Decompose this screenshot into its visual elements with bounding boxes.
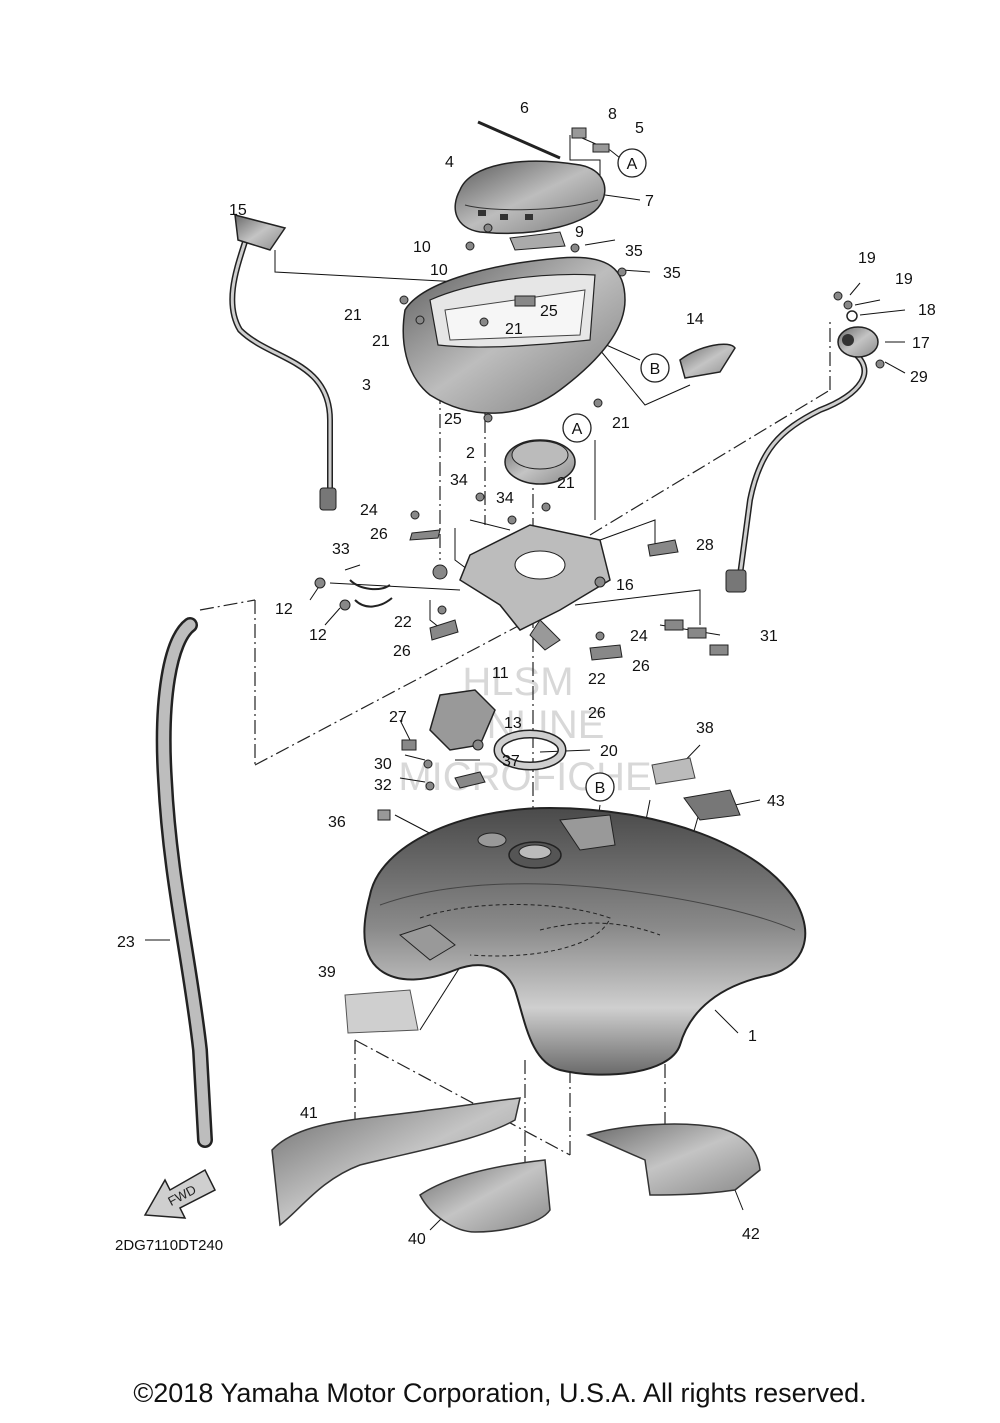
part-41-pad: [271, 1097, 521, 1227]
callout-35-a: 35: [625, 243, 643, 260]
part-14-side-cover: [679, 343, 736, 379]
ref-b-label-bottom: B: [595, 780, 606, 797]
callout-2: 2: [466, 445, 475, 462]
callout-21-d: 21: [612, 415, 630, 432]
callout-12-a: 12: [275, 601, 293, 618]
part-11-fuel-pump: [401, 689, 496, 791]
part-39-pad: [344, 989, 419, 1034]
callout-42: 42: [742, 1226, 760, 1243]
part-16-bracket: [410, 492, 611, 651]
parts-12-33-fittings: [314, 577, 393, 611]
diagram-code: 2DG7110DT240: [115, 1237, 223, 1254]
callout-41: 41: [300, 1105, 318, 1122]
callout-33: 33: [332, 541, 350, 558]
ref-a-circle-top: [617, 148, 647, 178]
callout-1: 1: [748, 1028, 757, 1045]
callout-26-d: 26: [588, 705, 606, 722]
callout-6: 6: [520, 100, 529, 117]
callout-15: 15: [229, 202, 247, 219]
part-17-cable: [725, 291, 885, 593]
callout-19-b: 19: [895, 271, 913, 288]
callout-12-b: 12: [309, 627, 327, 644]
callout-10-a: 10: [413, 239, 431, 256]
callout-11: 11: [492, 665, 509, 682]
part-42-pad: [585, 1123, 761, 1196]
callout-17: 17: [912, 335, 930, 352]
callout-31: 31: [760, 628, 778, 645]
callout-3: 3: [362, 377, 371, 394]
ref-a-circle-bottom: [562, 413, 592, 443]
callout-35-b: 35: [663, 265, 681, 282]
callout-21-c: 21: [372, 333, 390, 350]
fuel-tank-exploded-diagram: HLSM ONLINE MICROFICHE: [115, 100, 936, 1254]
part-43-pad: [683, 789, 741, 821]
part-36-bolt: [377, 809, 391, 821]
small-pads: [409, 529, 729, 661]
reference-markers: A B A B: [562, 148, 670, 802]
callout-30: 30: [374, 756, 392, 773]
part-1-fuel-tank: [363, 806, 807, 1076]
callout-10-b: 10: [430, 262, 448, 279]
callout-13: 13: [504, 715, 522, 732]
callout-39: 39: [318, 964, 336, 981]
ref-b-circle-bottom: [585, 772, 615, 802]
part-20-gasket: [493, 729, 567, 771]
callout-26-b: 26: [393, 643, 411, 660]
part-4-meter-housing: [454, 160, 606, 251]
callout-4: 4: [445, 154, 454, 171]
callout-32: 32: [374, 777, 392, 794]
callout-19-a: 19: [858, 250, 876, 267]
callout-24-b: 24: [630, 628, 648, 645]
callout-21-b: 21: [505, 321, 523, 338]
callout-34-a: 34: [450, 472, 468, 489]
callout-43: 43: [767, 793, 785, 810]
callout-27: 27: [389, 709, 407, 726]
callout-23: 23: [117, 934, 135, 951]
part-23-fuel-hose: [155, 617, 213, 1148]
callout-34-b: 34: [496, 490, 514, 507]
callout-14: 14: [686, 311, 704, 328]
callout-8: 8: [608, 106, 617, 123]
part-38-pad: [651, 757, 696, 785]
callout-22-a: 22: [394, 614, 412, 631]
callout-38: 38: [696, 720, 714, 737]
callout-28: 28: [696, 537, 714, 554]
ref-b-label-top: B: [650, 361, 661, 378]
callout-21-a: 21: [344, 307, 362, 324]
part-3-tank-cover: [399, 243, 627, 423]
callout-24-a: 24: [360, 502, 378, 519]
callout-25-b: 25: [444, 411, 462, 428]
callout-29: 29: [910, 369, 928, 386]
callout-7: 7: [645, 193, 654, 210]
part-40-pad: [419, 1159, 551, 1233]
callout-18: 18: [918, 302, 936, 319]
callout-40: 40: [408, 1231, 426, 1248]
copyright-notice: ©2018 Yamaha Motor Corporation, U.S.A. A…: [133, 1378, 867, 1408]
ref-b-circle-top: [640, 353, 670, 383]
part-2-fuel-cap: [504, 439, 576, 485]
callout-9: 9: [575, 224, 584, 241]
part-15-cable: [229, 213, 337, 511]
callout-22-b: 22: [588, 671, 606, 688]
callout-36: 36: [328, 814, 346, 831]
callout-20: 20: [600, 743, 618, 760]
callout-26-c: 26: [632, 658, 650, 675]
callout-37: 37: [502, 753, 520, 770]
callout-26-a: 26: [370, 526, 388, 543]
callout-16: 16: [616, 577, 634, 594]
callout-5: 5: [635, 120, 644, 137]
ref-a-label-top: A: [627, 156, 638, 173]
callout-25-a: 25: [540, 303, 558, 320]
callout-21-e: 21: [557, 475, 575, 492]
callout-labels: 6 8 5 4 7 15 9 10 35 10 35 19 19 25 21 1…: [117, 100, 936, 1248]
forward-direction-arrow: FWD: [143, 1168, 217, 1219]
ref-a-label-bottom: A: [572, 421, 583, 438]
